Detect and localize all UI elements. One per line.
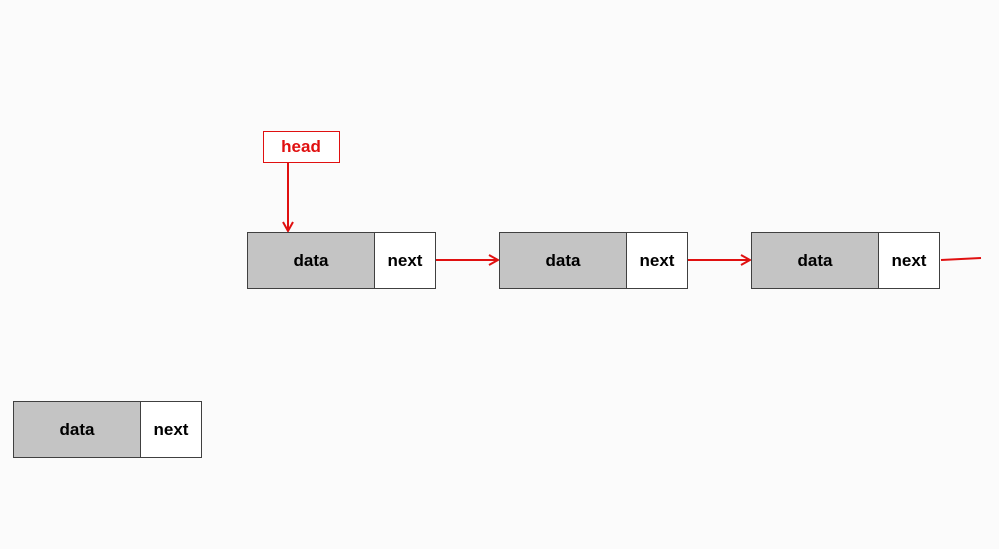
node-3-next-label: next: [892, 251, 927, 270]
standalone-data-label: data: [60, 420, 96, 439]
node-2-next-cell: [626, 232, 688, 289]
standalone-data-cell: [13, 401, 141, 458]
standalone-next-label: next: [154, 420, 189, 439]
list-node-1: data next: [247, 232, 436, 289]
standalone-next-cell: [140, 401, 202, 458]
node-1-next-label: next: [388, 251, 423, 270]
node-3-data-cell: [751, 232, 879, 289]
next-pointer-tail: [940, 257, 982, 261]
node-3-next-cell: [878, 232, 940, 289]
node-3-data-label: data: [798, 251, 834, 270]
list-node-2: data next: [499, 232, 688, 289]
node-1-next-cell: [374, 232, 436, 289]
head-box: [263, 131, 340, 163]
node-2-data-cell: [499, 232, 627, 289]
standalone-node: data next: [13, 401, 202, 458]
head-label: head: [281, 137, 321, 156]
list-node-3: data next: [751, 232, 940, 289]
node-2-next-label: next: [640, 251, 675, 270]
node-1-data-cell: [247, 232, 375, 289]
node-2-data-label: data: [546, 251, 582, 270]
head-pointer: head: [263, 131, 340, 232]
node-1-data-label: data: [294, 251, 330, 270]
